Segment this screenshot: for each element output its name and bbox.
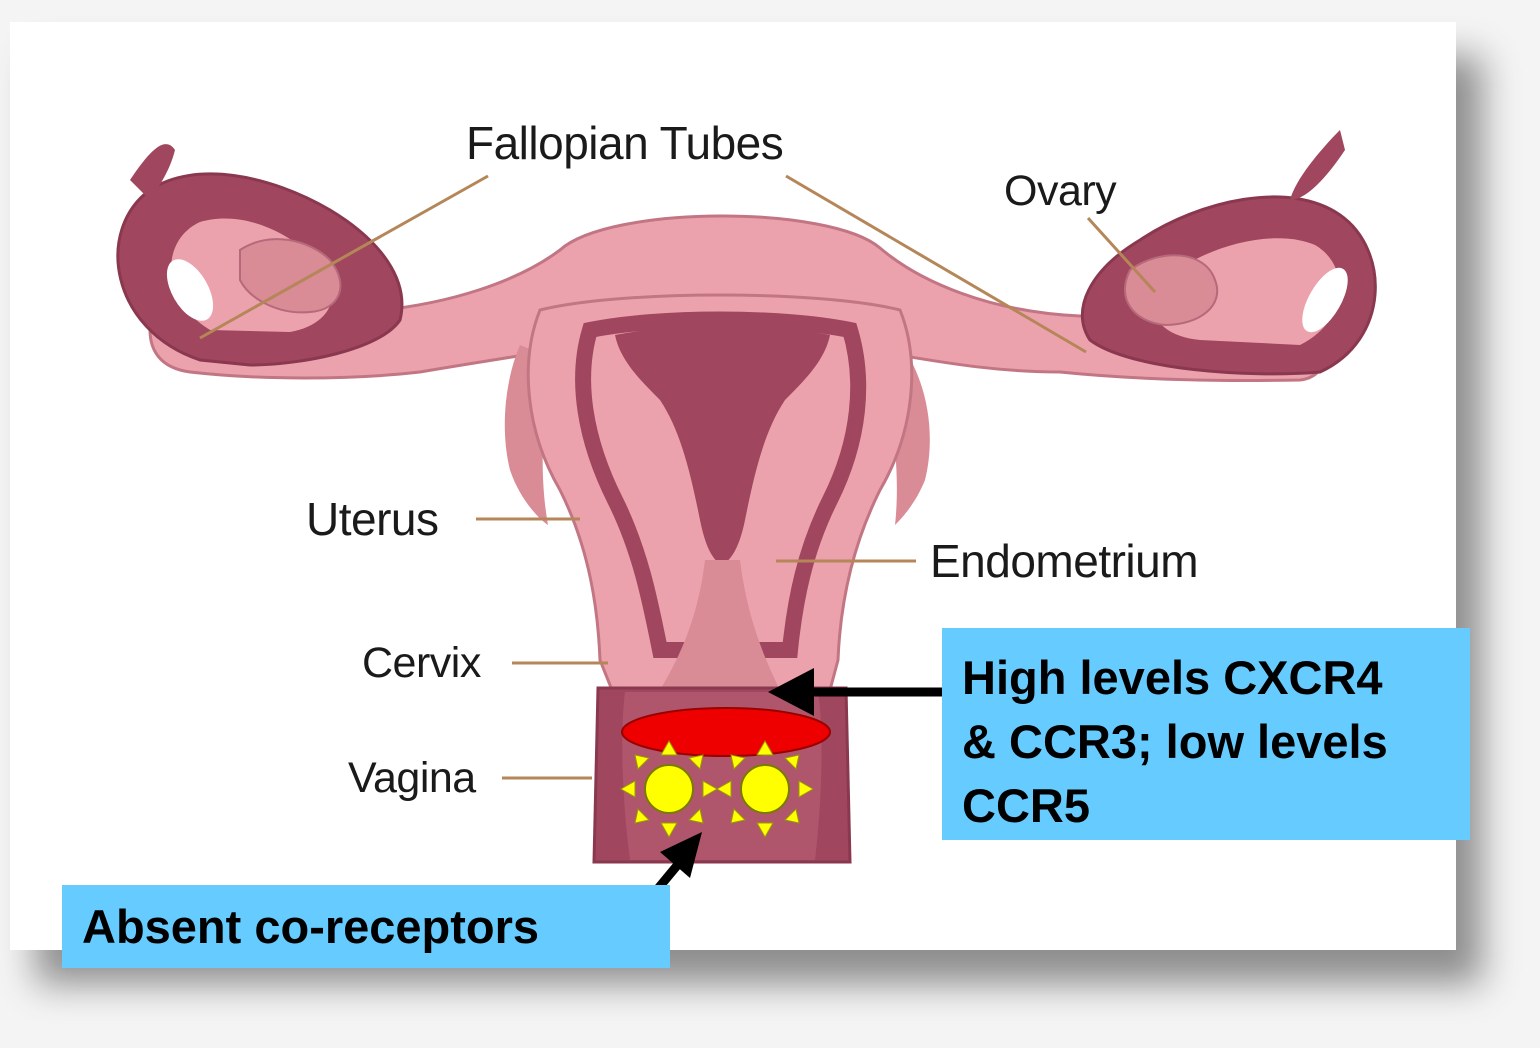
label-vagina: Vagina: [348, 757, 476, 800]
label-cervix: Cervix: [362, 642, 481, 685]
label-endometrium: Endometrium: [930, 538, 1198, 584]
label-ovary: Ovary: [1004, 170, 1116, 213]
right-ovary: [1125, 255, 1217, 325]
sun-icon-right: [717, 741, 813, 837]
callout-absent-co-receptors: Absent co-receptors: [62, 885, 670, 968]
label-uterus: Uterus: [306, 496, 438, 542]
sun-icon-left: [621, 741, 717, 837]
right-fimbria-tip: [1290, 130, 1345, 200]
label-fallopian-tubes: Fallopian Tubes: [466, 120, 783, 166]
cervix-receptor-ellipse: [622, 708, 830, 756]
callout-high-levels: High levels CXCR4 & CCR3; low levels CCR…: [942, 628, 1470, 840]
